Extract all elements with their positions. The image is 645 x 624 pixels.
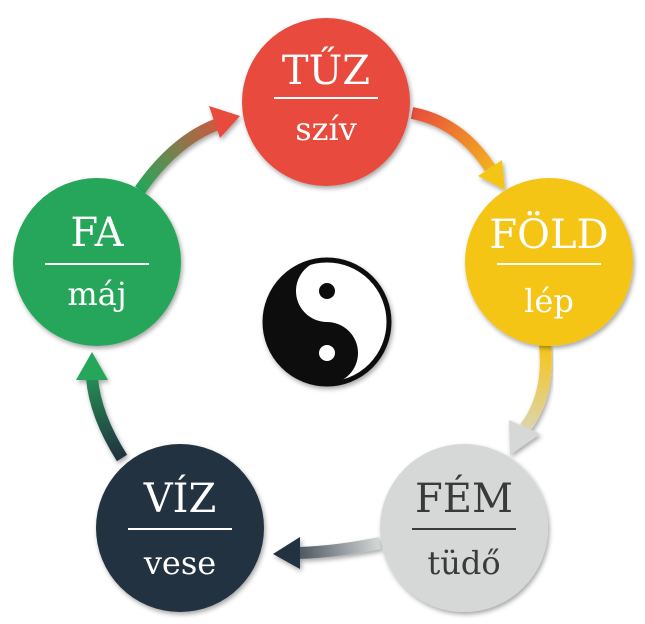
arrow-fire-to-earth <box>410 107 505 190</box>
arrow-metal-to-water <box>273 537 382 569</box>
organ-label: szív <box>295 110 357 148</box>
element-node-wood: FA máj <box>13 178 181 346</box>
element-node-metal: FÉM tüdő <box>380 444 548 612</box>
cycle-arrows <box>76 106 552 569</box>
element-circle-fire <box>242 18 410 186</box>
element-label: VÍZ <box>143 475 216 522</box>
arrow-water-to-wood <box>76 352 128 462</box>
organ-label: lép <box>524 282 574 320</box>
element-label: FÉM <box>415 475 513 522</box>
element-label: FA <box>70 210 124 256</box>
arrow-earth-to-metal <box>509 344 552 455</box>
organ-label: máj <box>67 275 126 313</box>
element-label: TŰZ <box>282 47 370 94</box>
yin-yang-icon <box>262 257 392 387</box>
element-node-water: VÍZ vese <box>96 444 264 612</box>
arrow-wood-to-fire <box>135 106 240 194</box>
element-node-fire: TŰZ szív <box>242 18 410 186</box>
element-label: FÖLD <box>489 211 608 258</box>
element-circle-wood <box>13 178 181 346</box>
element-circle-earth <box>465 178 633 346</box>
organ-label: tüdő <box>427 544 500 582</box>
element-node-earth: FÖLD lép <box>465 178 633 346</box>
organ-label: vese <box>143 544 216 582</box>
